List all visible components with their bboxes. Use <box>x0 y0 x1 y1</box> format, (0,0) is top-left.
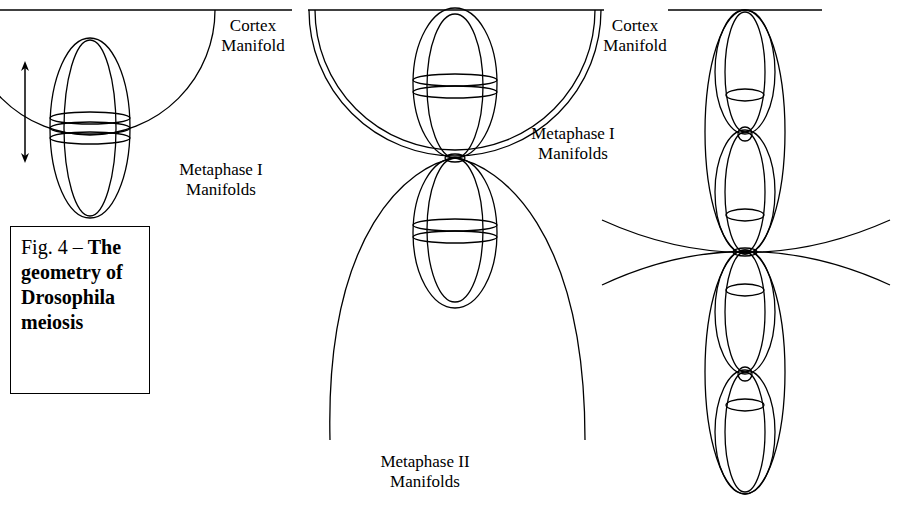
manifold-label: Metaphase I Manifolds <box>166 160 276 199</box>
caption-box: Fig. 4 –The geometry of Drosophila meios… <box>10 226 150 394</box>
manifold-label: Metaphase II Manifolds <box>370 452 480 491</box>
caption-text: Fig. 4 –The geometry of Drosophila meios… <box>21 235 139 335</box>
manifold-label: Metaphase I Manifolds <box>524 124 622 163</box>
panel-two <box>308 8 604 440</box>
manifold-label: Cortex Manifold <box>214 16 292 55</box>
manifold-label: Cortex Manifold <box>600 16 670 55</box>
panel-one <box>0 10 292 218</box>
figure-number: Fig. 4 – <box>21 236 83 258</box>
panel-three <box>602 10 890 494</box>
